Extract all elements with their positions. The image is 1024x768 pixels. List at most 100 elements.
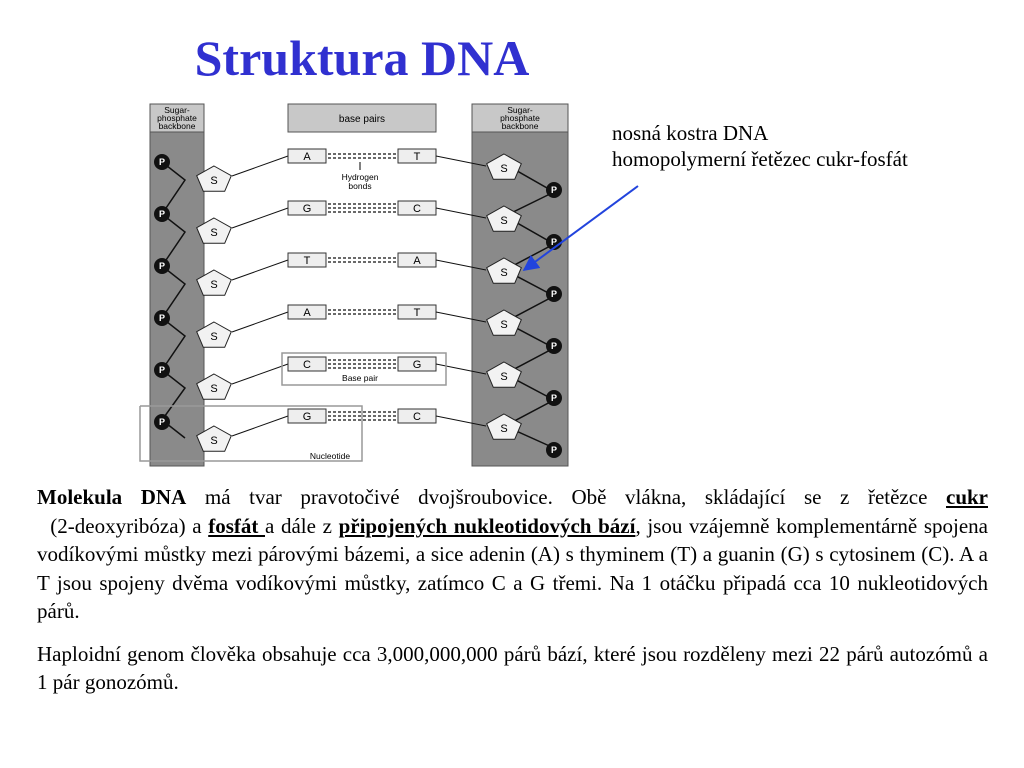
right-sugar — [486, 413, 522, 440]
left-phosphate-label: P — [159, 157, 165, 167]
molecule-lead: Molekula DNA — [37, 485, 187, 509]
base-pair-label: Base pair — [342, 373, 378, 383]
base-pairs-header — [287, 103, 437, 133]
right-backbone-label-2: phosphate — [500, 113, 540, 123]
left-sugar-base-link — [231, 415, 289, 437]
left-base-box — [287, 252, 327, 268]
paragraph-1-text-3: a dále z — [265, 513, 339, 538]
left-base-letter: G — [303, 411, 312, 423]
left-phosphate — [154, 362, 170, 378]
right-base-letter: C — [413, 203, 421, 215]
right-base-sugar-link — [435, 207, 487, 219]
right-phosphate-label: P — [551, 185, 557, 195]
right-phosphate-label: P — [551, 289, 557, 299]
right-base-sugar-link — [435, 415, 487, 427]
right-sugar-label: S — [500, 319, 507, 331]
right-base-letter: G — [413, 359, 422, 371]
right-phosphate — [546, 286, 562, 302]
right-base-letter: T — [414, 307, 421, 319]
left-sugar-label: S — [210, 227, 217, 239]
paragraph-1: Molekula DNA má tvar pravotočivé dvojšro… — [37, 483, 988, 626]
hydrogen-bonds-label-2: bonds — [348, 181, 371, 191]
base-pairs-label: base pairs — [339, 114, 385, 125]
right-phosphate — [546, 182, 562, 198]
right-sugar-label: S — [500, 163, 507, 175]
nucleotide-highlight-box — [139, 405, 363, 462]
right-sugar — [486, 205, 522, 232]
right-sugar — [486, 257, 522, 284]
left-sugar-base-link — [231, 363, 289, 385]
left-base-box — [287, 200, 327, 216]
left-phosphate-label: P — [159, 365, 165, 375]
left-sugar — [196, 425, 232, 452]
left-base-box — [287, 304, 327, 320]
dna-structure-diagram: Sugar- phosphate backbone Sugar- phospha… — [139, 103, 569, 467]
right-phosphate-label: P — [551, 445, 557, 455]
left-sugar-label: S — [210, 331, 217, 343]
left-phosphate-label: P — [159, 417, 165, 427]
left-phosphate-label: P — [159, 261, 165, 271]
left-base-letter: C — [303, 359, 311, 371]
right-backbone-label-3: backbone — [502, 121, 539, 131]
left-phosphate — [154, 414, 170, 430]
right-sugar — [486, 153, 522, 180]
right-backbone-label-1: Sugar- — [507, 105, 533, 115]
term-cukr: cukr — [946, 485, 988, 509]
right-phosphate-label: P — [551, 237, 557, 247]
left-sugar — [196, 373, 232, 400]
left-base-box — [287, 148, 327, 164]
left-phosphate-label: P — [159, 313, 165, 323]
nucleotide-label: Nucleotide — [310, 451, 350, 461]
description-text: Molekula DNA má tvar pravotočivé dvojšro… — [37, 483, 988, 711]
left-sugar-base-link — [231, 155, 289, 177]
term-fosfat: fosfát — [208, 513, 266, 538]
paragraph-1-text-2: (2-deoxyribóza) a — [37, 513, 209, 538]
left-base-letter: A — [303, 151, 311, 163]
right-base-sugar-link — [435, 155, 487, 167]
left-phosphate-label: P — [159, 209, 165, 219]
right-phosphate-label: P — [551, 341, 557, 351]
left-sugar-base-link — [231, 259, 289, 281]
left-base-letter: A — [303, 307, 311, 319]
right-phosphate — [546, 442, 562, 458]
right-phosphate — [546, 338, 562, 354]
right-sugar-label: S — [500, 267, 507, 279]
term-baze: připojených nukleotidových bází — [338, 513, 636, 538]
paragraph-2: Haploidní genom člověka obsahuje cca 3,0… — [37, 641, 988, 695]
left-sugar-label: S — [210, 383, 217, 395]
right-sugar-label: S — [500, 215, 507, 227]
left-backbone-header — [149, 103, 205, 133]
right-phosphate-label: P — [551, 393, 557, 403]
right-base-letter: T — [414, 151, 421, 163]
right-phosphate — [546, 390, 562, 406]
right-sugar — [486, 361, 522, 388]
right-base-sugar-link — [435, 259, 487, 271]
left-sugar-base-link — [231, 207, 289, 229]
left-sugar-label: S — [210, 279, 217, 291]
left-sugar — [196, 165, 232, 192]
left-base-box — [287, 408, 327, 424]
right-sugar — [486, 309, 522, 336]
left-backbone-label-3: backbone — [159, 121, 196, 131]
left-base-box — [287, 356, 327, 372]
left-sugar — [196, 217, 232, 244]
left-base-letter: T — [304, 255, 311, 267]
left-sugar — [196, 321, 232, 348]
annotation-line-2: homopolymerní řetězec cukr-fosfát — [612, 147, 908, 171]
backbone-annotation: nosná kostra DNA homopolymerní řetězec c… — [612, 120, 908, 172]
right-backbone-column — [471, 103, 569, 467]
left-sugar-label: S — [210, 175, 217, 187]
right-backbone-header — [471, 103, 569, 133]
left-phosphate — [154, 154, 170, 170]
slide-title: Struktura DNA — [194, 30, 530, 86]
left-phosphate — [154, 206, 170, 222]
right-base-sugar-link — [435, 363, 487, 375]
left-sugar-base-link — [231, 311, 289, 333]
base-pair-highlight-box — [281, 352, 447, 386]
left-phosphate — [154, 310, 170, 326]
annotation-arrow — [522, 185, 639, 271]
paragraph-1-text-4: , jsou vzájemně komplementárně spojena v… — [37, 513, 989, 624]
left-base-letter: G — [303, 203, 312, 215]
left-sugar — [196, 269, 232, 296]
right-base-sugar-link — [435, 311, 487, 323]
